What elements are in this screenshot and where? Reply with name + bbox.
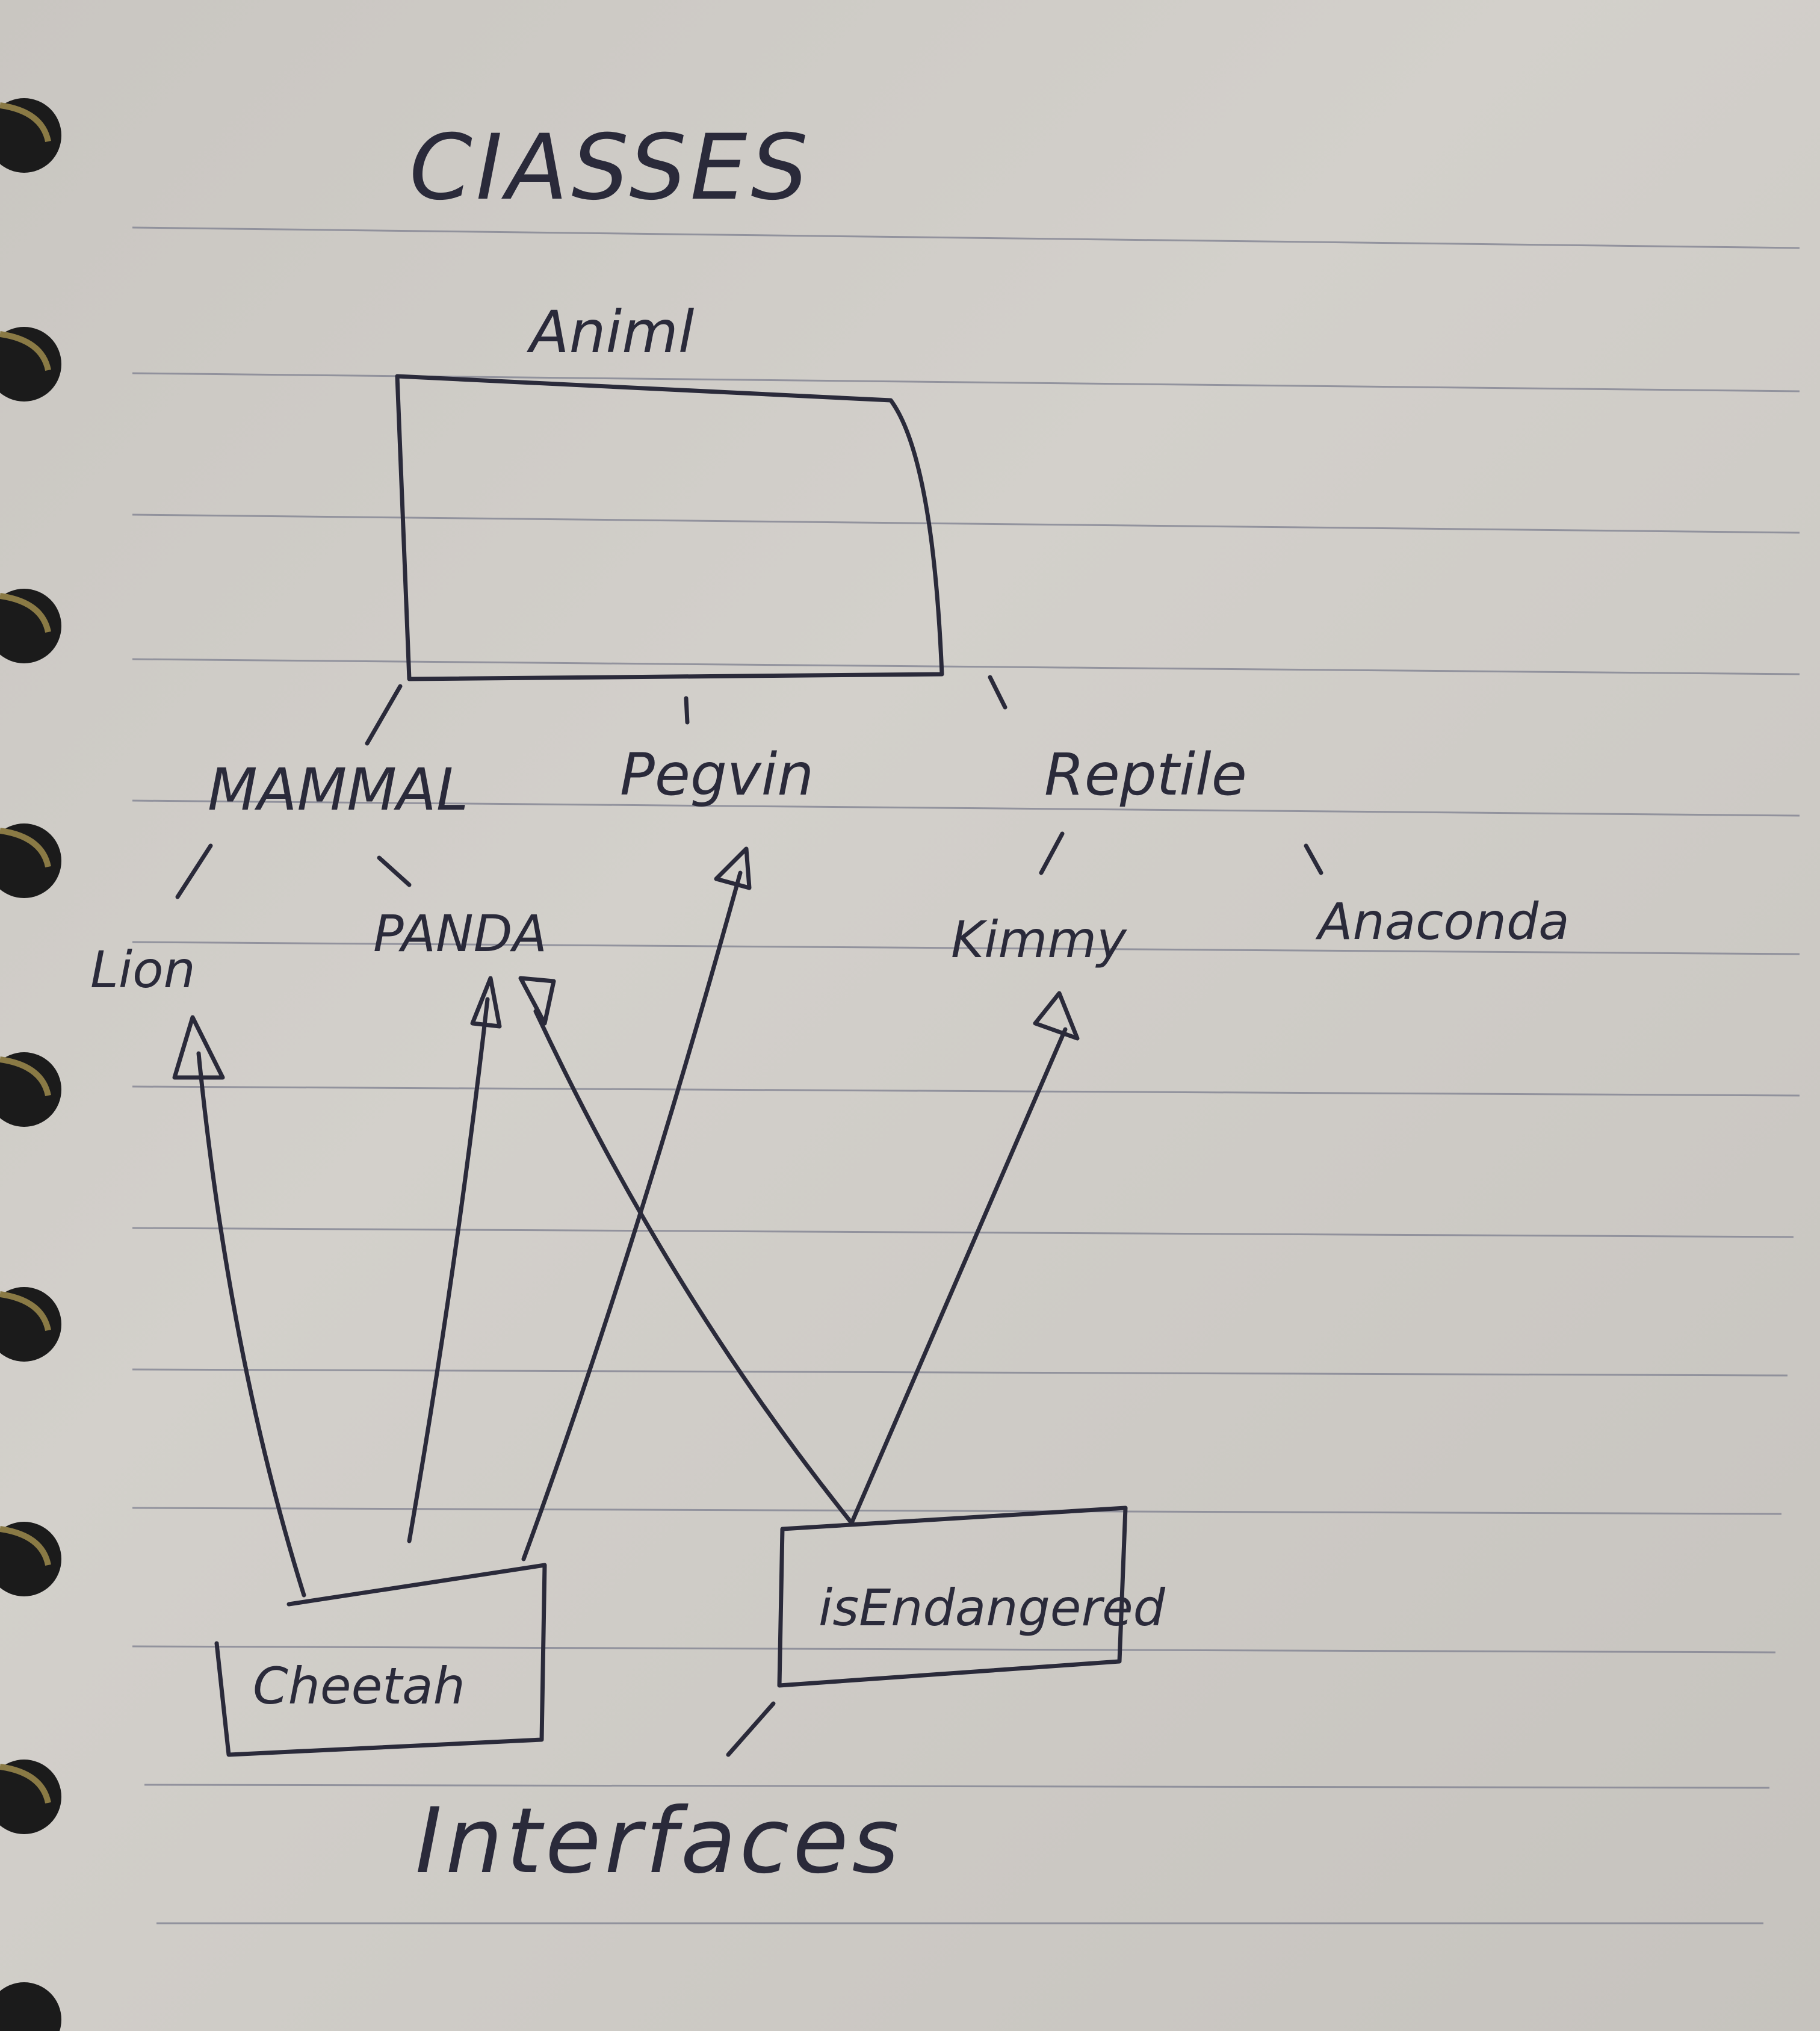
arrowhead-panda-endangered [518, 976, 556, 1026]
arrowhead-kimmy [1033, 991, 1080, 1041]
footer-label: Interfaces [415, 1789, 903, 1894]
edge-mammal-panda [377, 855, 412, 887]
class-anaconda-label: Anaconda [1315, 892, 1570, 951]
class-reptile-label: Reptile [1044, 741, 1247, 808]
spiral-binding [0, 98, 61, 2031]
arrowhead-lion [172, 1015, 225, 1080]
class-kimmy-label: Kimmy [951, 910, 1127, 969]
arrowhead-panda-cheetah [470, 976, 502, 1029]
page-title: CIASSES [409, 116, 812, 220]
implements-arrows [172, 846, 1080, 1598]
edge-reptile-kimmy [1039, 831, 1065, 875]
class-panda-label: PANDA [373, 904, 547, 963]
arrow-cheetah-panda [407, 997, 490, 1543]
footer-pointer-line [726, 1701, 776, 1757]
edge-animal-reptile [988, 675, 1008, 710]
root-class-label: Animl [526, 299, 695, 366]
interface-endangered-box [777, 1505, 1128, 1688]
arrow-endangered-kimmy [849, 1027, 1068, 1525]
root-class-box [395, 374, 944, 681]
edge-animal-penguin [684, 696, 690, 725]
edge-mammal-lion [175, 843, 213, 899]
arrow-endangered-panda [533, 1009, 854, 1525]
edge-reptile-anaconda [1304, 843, 1323, 875]
class-lion-label: Lion [90, 940, 196, 999]
interface-cheetah-label: Cheetah [253, 1657, 465, 1716]
class-penguin-label: Pegvin [620, 741, 814, 808]
interface-endangered-label: isEndangered [819, 1578, 1166, 1637]
interface-cheetah-box [214, 1563, 547, 1757]
edge-animal-mammal [365, 684, 403, 746]
arrow-cheetah-lion [196, 1051, 306, 1598]
ruled-lines [132, 226, 1800, 1924]
arrow-cheetah-penguin [521, 870, 743, 1561]
class-mammal-label: MAMMAL [208, 756, 468, 823]
arrowhead-penguin [714, 846, 752, 890]
